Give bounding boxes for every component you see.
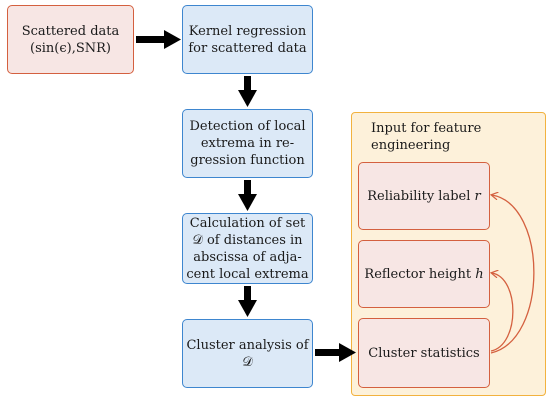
- cluster-statistics-box: Cluster statistics: [358, 318, 490, 388]
- distance-set-line2: 𝒟 of distances in: [192, 232, 303, 248]
- local-extrema-line1: Detection of local: [189, 119, 306, 134]
- distance-set-line1: Calculation of set: [189, 215, 306, 231]
- reflector-height-box: Reflector height ℎ: [358, 240, 490, 308]
- arrow-cluster-analysis-to-statistics: [315, 343, 356, 362]
- scattered-data-box: Scattered data (sin(ϵ),SNR): [7, 5, 134, 74]
- kernel-regression-line1: Kernel regression: [188, 23, 307, 39]
- reliability-label-box: Reliability label 𝑟: [358, 162, 490, 230]
- feature-group-title: Input for feature engineering: [371, 120, 481, 154]
- arrow-input-to-regression: [136, 30, 181, 49]
- local-extrema-line2: extrema in re-: [200, 136, 295, 151]
- kernel-regression-box: Kernel regression for scattered data: [182, 5, 313, 74]
- distance-set-line4: cent local extrema: [186, 266, 309, 282]
- arrow-regression-to-detection: [238, 76, 257, 107]
- local-extrema-detection-box: Detection of local extrema in re- gressi…: [182, 109, 313, 178]
- kernel-regression-line2: for scattered data: [188, 40, 307, 56]
- cluster-analysis-box: Cluster analysis of 𝒟: [182, 319, 313, 388]
- reliability-label-text: Reliability label 𝑟: [367, 188, 481, 204]
- scattered-data-line1: Scattered data: [21, 23, 120, 39]
- cluster-analysis-line1: Cluster analysis of 𝒟: [186, 337, 309, 370]
- arrow-calculation-to-cluster-analysis: [238, 286, 257, 317]
- feature-group-title-line2: engineering: [371, 138, 451, 153]
- reflector-height-text: Reflector height ℎ: [364, 266, 484, 282]
- arrow-detection-to-calculation: [238, 180, 257, 211]
- local-extrema-line3: gression function: [190, 153, 305, 168]
- distance-set-line3: abscissa of adja-: [193, 249, 302, 265]
- feature-group-title-line1: Input for feature: [371, 121, 482, 136]
- scattered-data-line2: (sin(ϵ),SNR): [30, 40, 111, 56]
- cluster-statistics-text: Cluster statistics: [368, 345, 480, 361]
- curve-statistics-to-reliability-label: [491, 195, 535, 354]
- curve-statistics-to-reflector-height: [491, 273, 514, 352]
- distance-set-calculation-box: Calculation of set 𝒟 of distances in abs…: [182, 213, 313, 284]
